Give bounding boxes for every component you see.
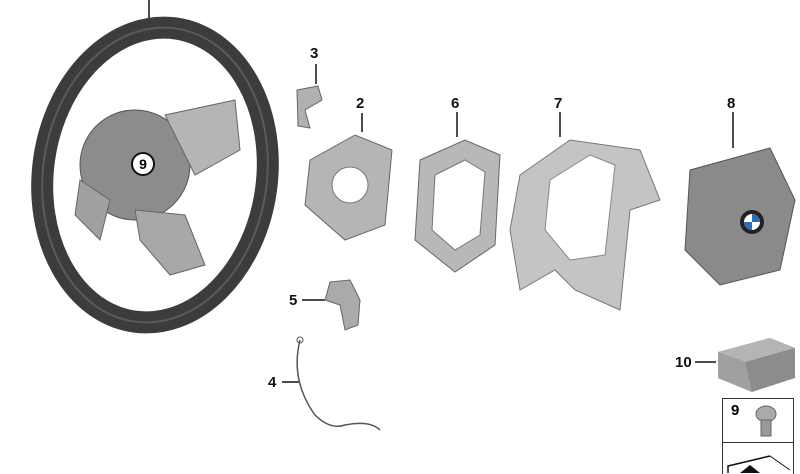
part-7-trim-cover [509,112,661,311]
part-10-box [695,338,795,392]
bmw-logo [740,210,764,234]
callout-3: 3 [310,45,319,62]
callout-2: 2 [356,95,365,112]
part-4-wiring [282,336,381,431]
legend-divider [723,442,793,443]
part-5-bracket [302,279,361,331]
callout-6: 6 [451,95,460,112]
callout-9: 9 [131,152,155,176]
screw-icon [755,405,777,437]
part-6-frame [414,112,501,273]
arrow-icon [727,455,791,473]
callout-8: 8 [727,95,736,112]
callout-10: 10 [675,354,692,371]
callout-4: 4 [268,374,277,391]
legend-box-number: 9 [731,402,740,419]
part-8-airbag [684,112,796,286]
legend-box: 9 [722,398,794,474]
callout-5: 5 [289,292,298,309]
steering-wheel [31,0,279,334]
callout-7: 7 [554,95,563,112]
part-2-clockspring [304,113,393,241]
part-3-bracket [296,64,323,129]
